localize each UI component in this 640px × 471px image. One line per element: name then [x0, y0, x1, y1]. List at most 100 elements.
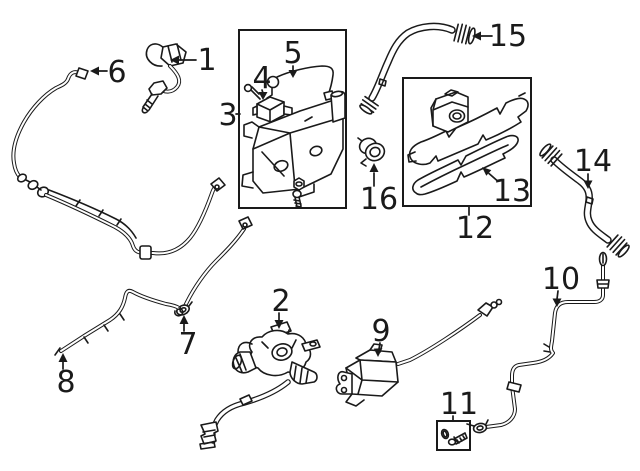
canister-edges [252, 116, 344, 188]
callout-13: 13 [482, 167, 531, 209]
valve-lines [256, 101, 285, 123]
callout-5-arrowhead [288, 70, 298, 78]
valve-stub [252, 105, 258, 116]
hose-clamp [239, 394, 253, 406]
gasket-inner-line [420, 144, 509, 188]
fitting-cap [539, 143, 552, 157]
tube-path-inner [60, 289, 180, 352]
rail-feet [407, 92, 526, 163]
callout-13-label: 13 [493, 174, 531, 209]
cluster-detail [25, 179, 42, 191]
cluster-fitting [27, 179, 39, 191]
valve-port [283, 105, 293, 116]
callout-9-label: 9 [371, 314, 390, 349]
sensor-hex-flange [148, 80, 168, 96]
tube-path [59, 288, 181, 353]
callout-8-arrowhead [58, 353, 68, 362]
callout-4-arrowhead [258, 92, 268, 100]
part-4-purge-valve [243, 83, 293, 123]
fitting-cap [359, 104, 373, 115]
callout-7-arrowhead [179, 315, 189, 324]
valve-flange [335, 370, 353, 395]
mount-screw-head [243, 83, 253, 93]
callout-1: 1 [170, 43, 217, 78]
harness-clamp [139, 245, 152, 260]
hose-loop [266, 75, 280, 89]
part-9-egr-valve [335, 298, 503, 407]
callout-1-label: 1 [197, 43, 216, 78]
connector-ridges [167, 43, 182, 63]
pump-body-detail [271, 343, 293, 361]
callout-10: 10 [542, 262, 580, 307]
callout-6-label: 6 [107, 55, 126, 90]
connector-detail [476, 425, 484, 431]
callout-10-label: 10 [542, 262, 580, 297]
part-14-breather-hose [539, 143, 630, 258]
tube-path-inner [12, 71, 82, 178]
callout-1-arrowhead [170, 55, 179, 65]
hose-tab [378, 78, 387, 87]
callout-15-label: 15 [489, 19, 527, 54]
clamp-inner [369, 146, 381, 158]
bolt-shaft [293, 196, 302, 208]
harness-tubes [44, 177, 226, 260]
tube-hook-clip [543, 343, 551, 353]
fitting-detail [242, 222, 248, 228]
fitting-ribs [453, 23, 471, 45]
hose-ribbed-fitting-bottom [606, 234, 630, 258]
callout-5-label: 5 [283, 36, 302, 71]
harness-second-line [48, 189, 137, 239]
sensor-threaded-tip [141, 93, 159, 114]
fitting-cap [617, 244, 630, 258]
callout-2-label: 2 [271, 284, 290, 319]
pump-body-detail [276, 347, 288, 357]
callout-16: 16 [360, 163, 398, 217]
sensor-wire-loop [145, 43, 168, 67]
callout-7-label: 7 [178, 327, 197, 362]
harness-main-inner [45, 185, 217, 255]
callout-12-label: 12 [456, 211, 494, 246]
callout-4: 4 [252, 61, 272, 100]
callout-9-line [378, 342, 381, 350]
callout-6-arrowhead [90, 66, 99, 76]
connector-detail [179, 306, 187, 314]
callout-15: 15 [472, 19, 527, 54]
callout-15-arrowhead [472, 31, 481, 41]
mount-bolt-head [292, 189, 302, 199]
o-ring-inner [442, 430, 448, 438]
flange-hole [340, 374, 348, 382]
clamp-tab [357, 137, 367, 167]
callout-12: 12 [456, 206, 494, 246]
cluster-fitting [16, 173, 28, 183]
mount-screw-shaft [250, 86, 261, 100]
corner-tab [243, 121, 260, 139]
hose-path [368, 22, 456, 102]
callout-3-label: 3 [218, 98, 237, 133]
part-7-tube-connector [170, 216, 253, 316]
kit-bolt-head [447, 438, 457, 446]
callout-11: 11 [440, 387, 478, 422]
sensor-connector [160, 43, 187, 67]
harness-clips [75, 199, 122, 226]
flange-hole [340, 386, 348, 394]
clamp-ring-front [364, 142, 386, 162]
connector-tip [495, 298, 503, 306]
nut-detail [295, 181, 303, 187]
bracket-cup [200, 421, 219, 445]
part-12-separator-assembly [407, 89, 529, 166]
canister-detail [273, 159, 289, 173]
part-3-canister-body [241, 90, 346, 208]
callout-10-arrowhead [552, 298, 562, 307]
part-6-vent-tube [11, 67, 89, 198]
part-15-vent-hose [359, 22, 476, 115]
callout-5: 5 [283, 36, 303, 78]
callout-14-label: 14 [574, 144, 612, 179]
separator-rail [408, 97, 529, 166]
hose-ribbed-fitting-right [453, 23, 476, 45]
valve-body-lines [345, 359, 399, 395]
left-port-end [231, 354, 243, 370]
part-10-sensor-tube [466, 251, 610, 434]
callout-6: 6 [90, 55, 127, 90]
callout-4-label: 4 [252, 61, 271, 96]
